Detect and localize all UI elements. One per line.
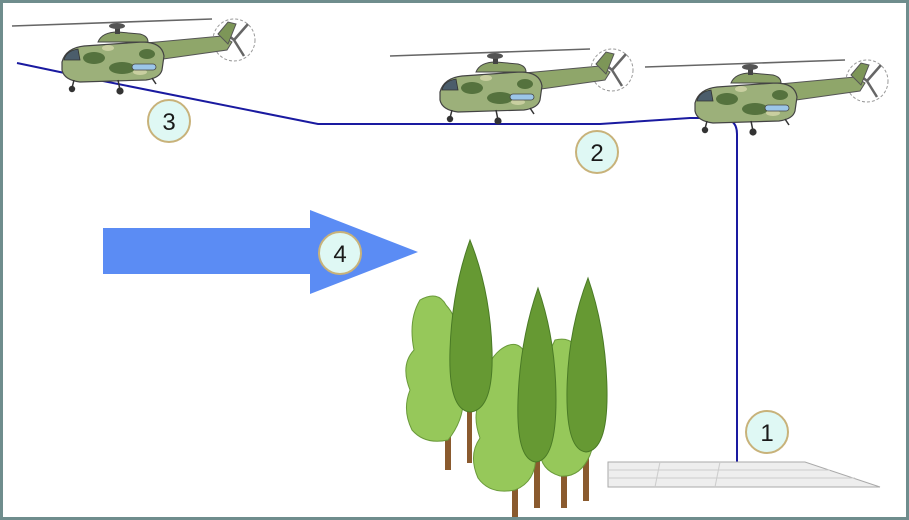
tree-icon: [449, 238, 493, 413]
helicopter-icon-level: [388, 47, 635, 126]
svg-text:3: 3: [162, 109, 175, 136]
svg-text:1: 1: [760, 420, 773, 447]
tree-icon: [566, 276, 608, 453]
stage-badge-1: 1: [745, 410, 789, 454]
helicopter-icon-climb: [10, 17, 257, 96]
stage-badge-4: 4: [318, 231, 362, 275]
svg-text:4: 4: [333, 241, 346, 268]
stage-badge-3: 3: [147, 99, 191, 143]
helicopter-icon-hover: [643, 58, 890, 137]
tree-icon: [517, 286, 557, 463]
helipad-icon: [607, 461, 881, 488]
svg-text:2: 2: [590, 140, 603, 167]
wind-arrow-icon: [103, 210, 418, 294]
stage-badge-2: 2: [575, 130, 619, 174]
tree-group: [405, 238, 608, 517]
